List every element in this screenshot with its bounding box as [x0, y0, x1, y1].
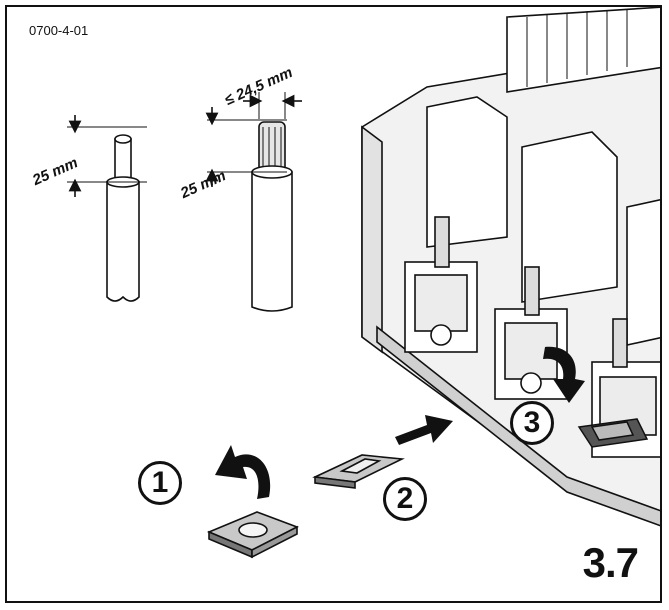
device-housing [361, 7, 660, 527]
step-2-badge: 2 [383, 477, 427, 521]
clip-step-2-icon [312, 454, 405, 489]
figure-frame: 0700-4-01 25 mm 25 mm ≤ 24,5 mm 1 2 3 3.… [5, 5, 662, 603]
curved-arrow-step-3-icon [543, 346, 585, 403]
push-arrow-step-2-icon [395, 415, 453, 445]
flat-cable-icon [205, 92, 302, 312]
reference-code: 0700-4-01 [29, 23, 89, 38]
inserted-clip-icon [577, 418, 649, 448]
curved-arrow-step-1-icon [215, 445, 271, 499]
round-cable-icon [67, 115, 147, 302]
step-1-badge: 1 [138, 461, 182, 505]
clip-step-1-icon [206, 511, 299, 559]
step-3-badge: 3 [510, 401, 554, 445]
terminal-block-left [404, 216, 478, 353]
figure-number: 3.7 [582, 539, 639, 586]
terminal-assembly-illustration [67, 7, 660, 559]
